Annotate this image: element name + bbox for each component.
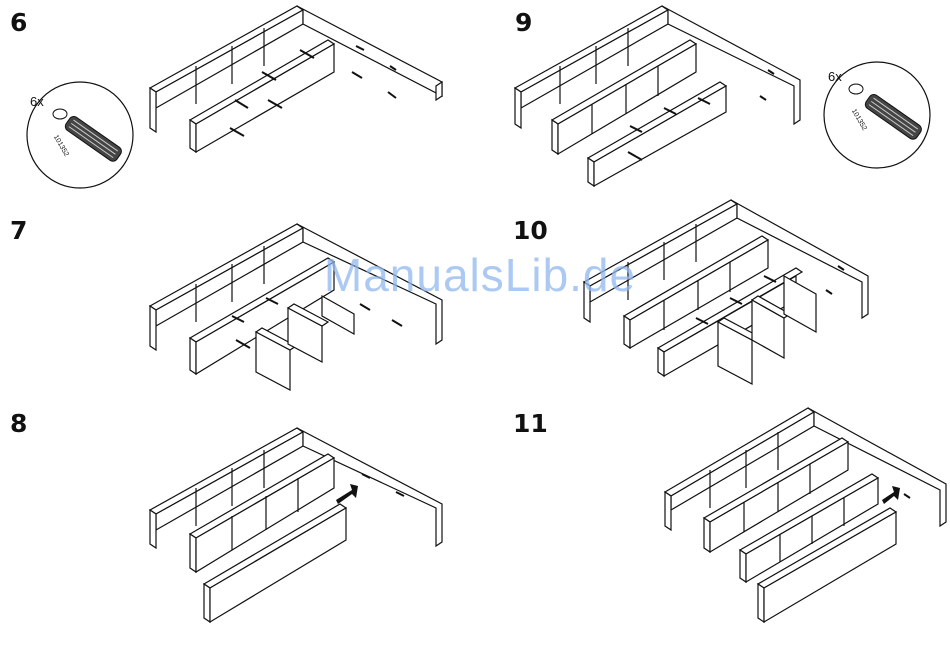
step-8-illustration bbox=[150, 428, 442, 622]
callout-quantity-step-9: 6x bbox=[828, 69, 842, 84]
step-11-illustration bbox=[665, 408, 946, 622]
step-6-illustration bbox=[27, 6, 442, 188]
step-9-illustration bbox=[515, 6, 930, 186]
watermark: ManualsLib.de bbox=[290, 248, 670, 302]
callout-quantity-step-6: 6x bbox=[30, 94, 44, 109]
